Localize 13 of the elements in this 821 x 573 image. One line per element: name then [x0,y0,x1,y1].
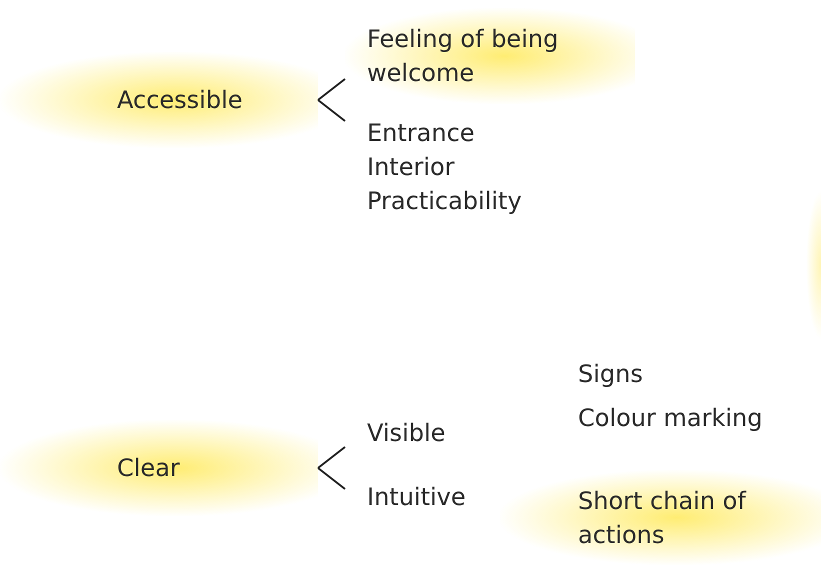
term-text: Entrance Interior Practicability [367,118,523,217]
branch-line [317,467,346,490]
branch-line [317,446,346,469]
branch-line [317,99,346,122]
term-text: Intuitive [367,482,467,513]
term-text: Colour marking [578,403,764,434]
branch-line [317,78,346,101]
term-text: Visible [367,418,446,449]
term-text: Signs [578,359,644,390]
term-text: Short chain of actions [578,486,748,550]
term-text: Accessible [117,85,244,116]
term-text: Feeling of being welcome [367,24,560,89]
term-text: Clear [117,453,181,484]
